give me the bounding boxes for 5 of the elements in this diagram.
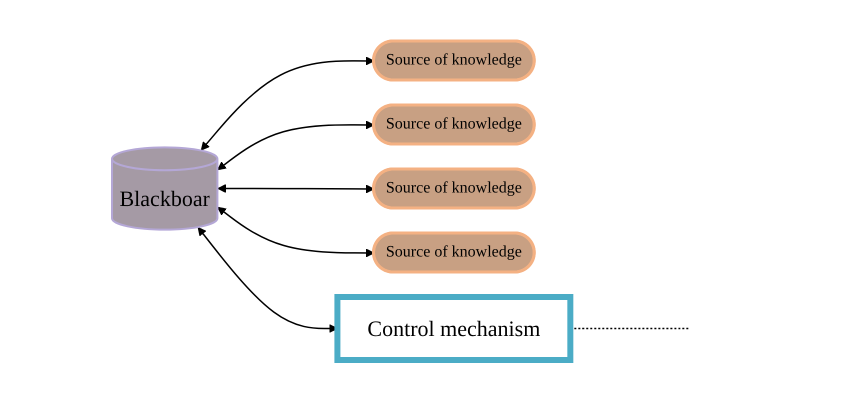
node-box: Control mechanism: [334, 294, 574, 363]
arrow: [218, 184, 375, 194]
arrow: [201, 56, 375, 151]
arrow: [218, 120, 375, 170]
arrow: [218, 206, 375, 258]
